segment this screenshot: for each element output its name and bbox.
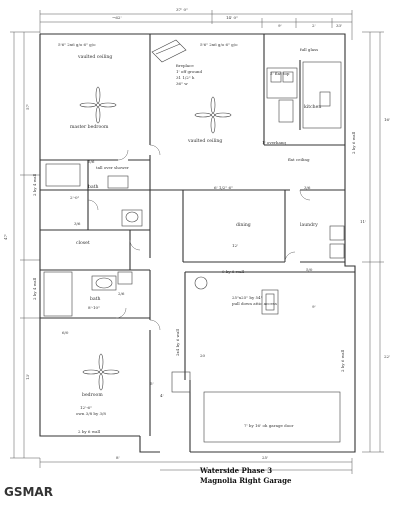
dining-top-dim: 6' 1/2" 6" xyxy=(214,185,233,190)
kitchen-side-wall: 2 by 6 wall xyxy=(351,131,356,154)
laundry-label: laundry xyxy=(300,223,318,228)
dim-top-right-b: 2' xyxy=(312,23,316,28)
dim-2-6: 2/6 xyxy=(118,291,125,296)
fireplace-note-3: 36" w xyxy=(176,81,188,86)
kitchen-label: kitchen xyxy=(304,105,322,110)
garage-9by6-label: 9 by 6 wall xyxy=(222,269,245,274)
dim-garage-left: 20 xyxy=(200,353,206,358)
plan-title-line1: Waterside Phase 3 xyxy=(200,466,273,475)
dim-top-right-a: 9' xyxy=(278,23,282,28)
bedroom-label: bedroom xyxy=(82,393,103,398)
dining-label: dining xyxy=(236,223,251,228)
dim-6-0: 6/0 xyxy=(62,330,69,335)
overhang-label: 1' overhang xyxy=(262,140,286,145)
dim-3-6: 3/6 xyxy=(74,221,81,226)
bedroom-wall-label: 2 by 6 wall xyxy=(78,429,101,434)
dim-5: 5' xyxy=(150,381,154,386)
watermark-logo: GSMAR xyxy=(4,485,53,499)
pull-down-dim: 25"x25" by 54" xyxy=(232,295,263,300)
dim-right-a: 16' xyxy=(384,117,391,122)
bedroom-dim-b: own 3/8 by 3/8 xyxy=(76,411,106,416)
dim-3-6-laundry: 3/6 xyxy=(304,185,311,190)
left-wall-b: 2 by 4 wall xyxy=(32,277,37,300)
living-vaulted-label: vaulted ceiling xyxy=(188,139,223,144)
dim-bottom-overall: 25' xyxy=(262,455,269,460)
master-vaulted-top: 5'6" 2x6 g/o 6" g/o xyxy=(58,42,96,47)
master-bath-dim: 2'-0" xyxy=(70,195,80,200)
dim-left-a: 57' xyxy=(25,103,30,110)
living-vaulted-top: 5'6" 2x6 g/o 6" g/o xyxy=(200,42,238,47)
dining-width: 12' xyxy=(232,243,239,248)
dim-5-0: 5/0 xyxy=(306,267,313,272)
garage-door-label: 7' by 16' oh garage door xyxy=(244,423,294,428)
left-wall-a: 2 by 4 wall xyxy=(32,173,37,196)
dim-bottom-left: 8' xyxy=(116,455,120,460)
bath2-label: bath xyxy=(90,297,101,302)
fireplace-note-1: 1' off ground xyxy=(176,69,203,74)
garage-side-wall: 2x4 by 6 wall xyxy=(175,329,180,356)
master-bath-label: bath xyxy=(88,185,99,190)
bath2-dim: 8'-10" xyxy=(88,305,100,310)
full-glass-label: full glass xyxy=(300,47,319,52)
dim-garage-right: 9' xyxy=(312,304,316,309)
pull-down-label: pull down attic access xyxy=(232,301,277,306)
dim-top-right-c: 33' xyxy=(336,23,343,28)
dim-top-sub-left: ~62' xyxy=(112,15,122,20)
dim-left-b: 13' xyxy=(25,373,30,380)
garage-wall-label: 2 by 6 wall xyxy=(340,349,345,372)
kitchen-note: 2' flat top xyxy=(270,71,290,76)
bedroom-dim-a: 12'-6" xyxy=(80,405,92,410)
fireplace-label: fireplace xyxy=(176,63,194,68)
dim-5-6: 5/6 xyxy=(88,159,95,164)
shower-label: tall over shower xyxy=(96,165,129,170)
fireplace-note-2: 31 1/2" h xyxy=(176,75,195,80)
master-bedroom-label: master bedroom xyxy=(70,125,109,130)
dim-4: 4' xyxy=(160,393,164,398)
dim-top-sub-right: 14' 0" xyxy=(226,15,238,20)
dim-right-outer: 22' xyxy=(384,354,391,359)
plan-title-line2: Magnolia Right Garage xyxy=(200,476,292,485)
dim-left-outer: 47' xyxy=(3,233,8,240)
closet-label: closet xyxy=(76,241,90,246)
dim-overall-top: 37' 0" xyxy=(176,7,188,12)
master-vaulted-label: vaulted ceiling xyxy=(78,55,113,60)
flat-ceiling-label: flat ceiling xyxy=(288,157,310,162)
dim-right-b: 11' xyxy=(360,219,367,224)
